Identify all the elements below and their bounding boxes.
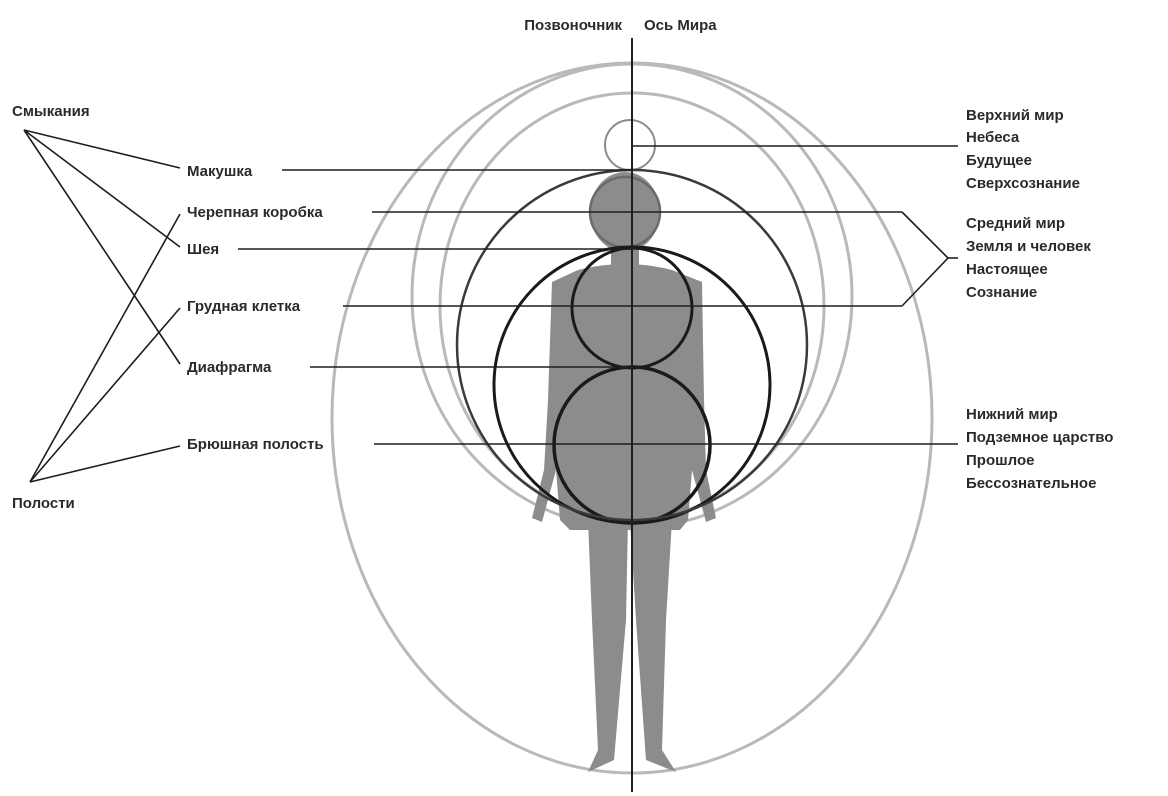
middle-world-labels: Средний мир Земля и человек Настоящее Со… <box>966 215 1091 301</box>
chest-label: Грудная клетка <box>187 298 301 315</box>
closures-to-crown <box>24 130 180 168</box>
closures-to-diaphragm <box>24 130 180 364</box>
middle-world-line-2: Земля и человек <box>966 238 1091 255</box>
cavities-to-chest <box>30 308 180 482</box>
crown-label: Макушка <box>187 163 253 180</box>
cavities-label: Полости <box>12 495 75 512</box>
upper-world-line-4: Сверхсознание <box>966 175 1080 192</box>
cavities-to-skull <box>30 214 180 482</box>
middle-world-line-3: Настоящее <box>966 261 1048 278</box>
upper-world-line-2: Небеса <box>966 129 1020 146</box>
torso-shape <box>532 264 716 530</box>
diaphragm-label: Диафрагма <box>187 359 272 376</box>
cavities-to-abdomen <box>30 446 180 482</box>
upper-world-line-1: Верхний мир <box>966 107 1064 124</box>
closures-label: Смыкания <box>12 103 90 120</box>
left-leg-shape <box>588 520 628 772</box>
crown-circle <box>605 120 655 170</box>
lower-world-line-1: Нижний мир <box>966 406 1058 423</box>
bracket-shape <box>902 212 948 306</box>
middle-world-bracket <box>902 212 958 306</box>
lower-world-labels: Нижний мир Подземное царство Прошлое Бес… <box>966 406 1113 492</box>
middle-world-line-1: Средний мир <box>966 215 1065 232</box>
middle-world-line-4: Сознание <box>966 284 1037 301</box>
spine-label: Позвоночник <box>524 17 622 34</box>
right-leg-shape <box>630 520 676 772</box>
neck-label: Шея <box>187 241 219 258</box>
skull-label: Черепная коробка <box>187 204 323 221</box>
lower-world-line-2: Подземное царство <box>966 429 1113 446</box>
closures-to-neck <box>24 130 180 247</box>
upper-world-line-3: Будущее <box>966 152 1032 169</box>
lower-world-line-3: Прошлое <box>966 452 1034 469</box>
world-axis-label: Ось Мира <box>644 17 717 34</box>
group-connector-lines <box>24 130 180 482</box>
abdomen-label: Брюшная полость <box>187 436 324 453</box>
upper-world-labels: Верхний мир Небеса Будущее Сверхсознание <box>966 107 1080 192</box>
lower-world-line-4: Бессознательное <box>966 475 1096 492</box>
